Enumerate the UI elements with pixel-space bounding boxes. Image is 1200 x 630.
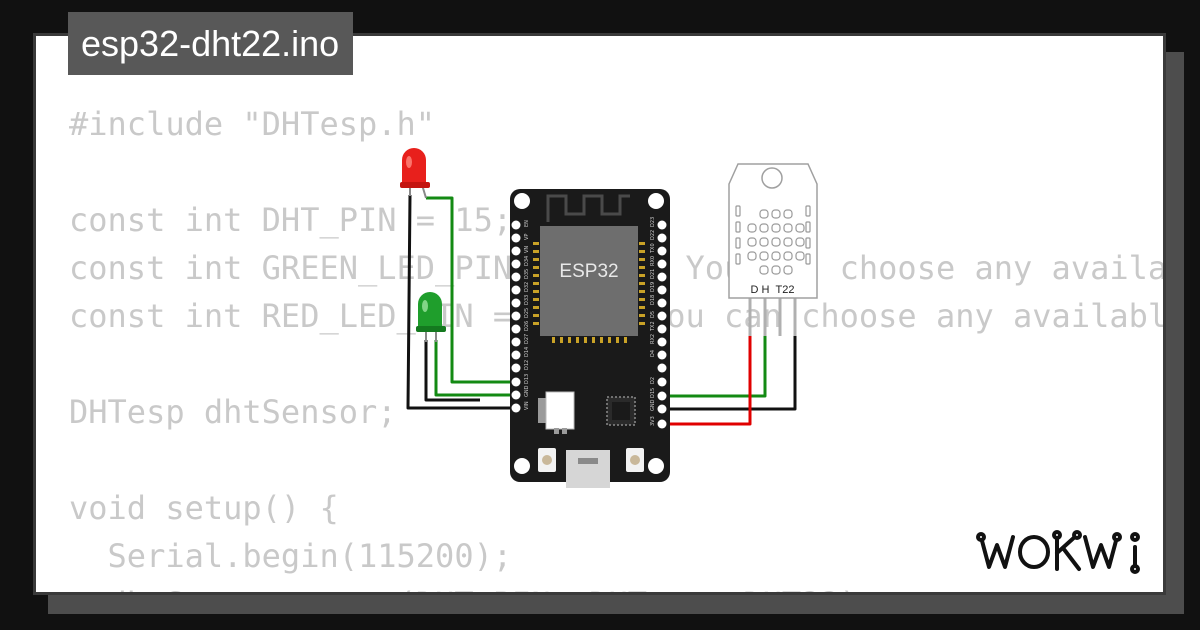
module-castellations [533,242,645,343]
dht22-sensor[interactable]: D H T22 [728,163,818,336]
pin-label: D15 [650,388,656,398]
wire-red-led-cathode [406,194,516,410]
wire-green-led-anode [434,340,516,397]
pin-label: D4 [650,350,656,357]
left-pin-labels: EN VP VN D34 D35 D32 D33 D25 D26 D27 D14… [524,220,530,410]
usb-uart-chip-icon [606,396,636,426]
boot-button-icon [626,448,644,472]
pin-label: D35 [524,269,530,279]
pin-label: VN [524,246,530,253]
chip-label: ESP32 [559,261,618,282]
pin-label: D25 [524,308,530,318]
code-line: Serial.begin(115200); [69,537,513,575]
wire-dht-gnd [662,334,797,411]
led-body-icon [402,148,426,186]
pin-label: TX2 [650,321,656,332]
pin-label: D12 [524,360,530,370]
pin-label: TX0 [650,243,656,254]
pin-label: D21 [650,269,656,279]
wokwi-logo [976,530,1140,574]
pin-label: D34 [524,256,530,266]
pin-label: D26 [524,321,530,331]
usb-port-icon [566,450,610,488]
wire-dht-data [662,334,767,398]
pin-label: D23 [650,217,656,227]
pin-label: 3V3 [650,416,656,426]
pin-label: GND [524,385,530,397]
pin-label: D22 [650,230,656,240]
pin-label: D14 [524,347,530,357]
sensor-grille-icon [735,205,811,275]
en-button-icon [538,448,556,472]
code-line: void setup() { [69,489,339,527]
green-led[interactable] [416,292,446,342]
wire-green-led-cathode [424,340,480,402]
voltage-regulator-icon [538,391,575,434]
red-led[interactable] [400,148,430,199]
code-line: #include "DHTesp.h" [69,105,436,143]
wires [406,194,797,426]
pin-label: D18 [650,295,656,305]
pin-label: D13 [524,374,530,384]
pin-label: D32 [524,282,530,292]
pin-label: VIN [524,401,530,410]
sensor-label-right: T22 [776,284,795,296]
pin-label: VP [524,234,530,240]
pin-label: RX0 [650,256,656,266]
wire-dht-vcc [662,334,752,426]
pin-label: D33 [524,295,530,305]
right-pin-labels: D23 D22 TX0 RX0 D21 D19 D18 D5 TX2 RX2 D… [650,217,656,426]
led-body-icon [418,292,442,330]
pin-label: D19 [650,282,656,292]
file-name-tab[interactable]: esp32-dht22.ino [68,12,354,75]
left-pin-header [511,220,521,413]
pin-label: RX2 [650,334,656,344]
right-pin-header [657,220,667,429]
pin-label: EN [524,220,530,227]
sensor-label-left: D H [751,284,770,296]
pin-label: D5 [650,311,656,318]
code-line: DHTesp dhtSensor; [69,393,397,431]
wire-red-led-anode [426,196,516,384]
pin-label: D27 [524,334,530,344]
code-line: const int DHT_PIN = 15; [69,201,513,239]
pin-label: D2 [650,377,656,384]
esp32-board[interactable]: ESP32 EN VP VN D34 D35 D32 D33 D25 D26 D… [510,189,670,488]
pin-label: GND [650,399,656,411]
